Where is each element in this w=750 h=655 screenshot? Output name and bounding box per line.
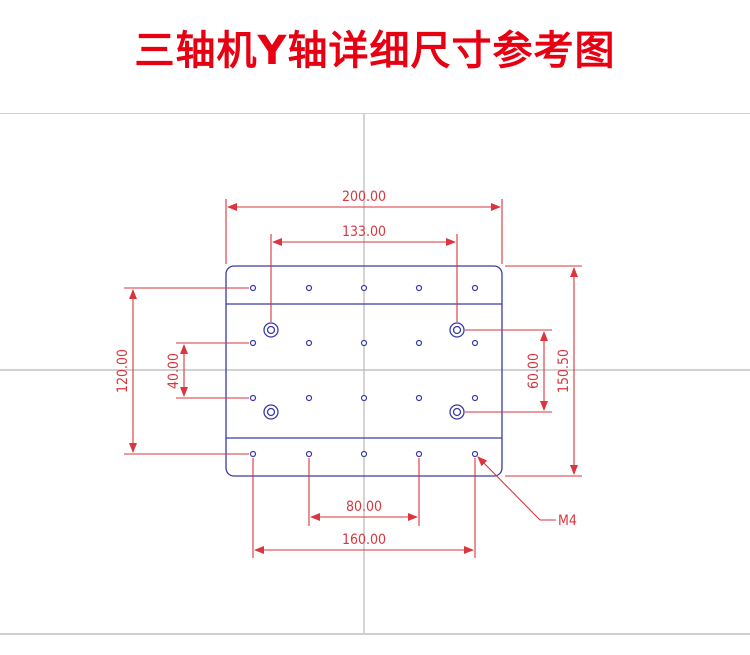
dim-overall-width: 200.00 <box>342 189 386 205</box>
thread-label: M4 <box>558 513 577 529</box>
dim-inner-span: 80.00 <box>346 499 382 515</box>
dimension-lines <box>124 199 582 558</box>
dim-height-left-inner: 40.00 <box>166 353 182 389</box>
small-holes <box>249 284 479 458</box>
drawing-panel <box>0 113 750 635</box>
dim-bolt-span: 133.00 <box>342 224 386 240</box>
plate-outline <box>225 265 503 477</box>
plate-rect <box>225 265 503 477</box>
dim-outer-span: 160.00 <box>342 532 386 548</box>
counterbore-holes <box>263 322 465 420</box>
dim-height-left: 120.00 <box>115 349 131 393</box>
dim-overall-height: 150.50 <box>556 349 572 393</box>
page-title: 三轴机Y轴详细尺寸参考图 <box>134 28 616 74</box>
dim-height-right-inner: 60.00 <box>526 353 542 389</box>
